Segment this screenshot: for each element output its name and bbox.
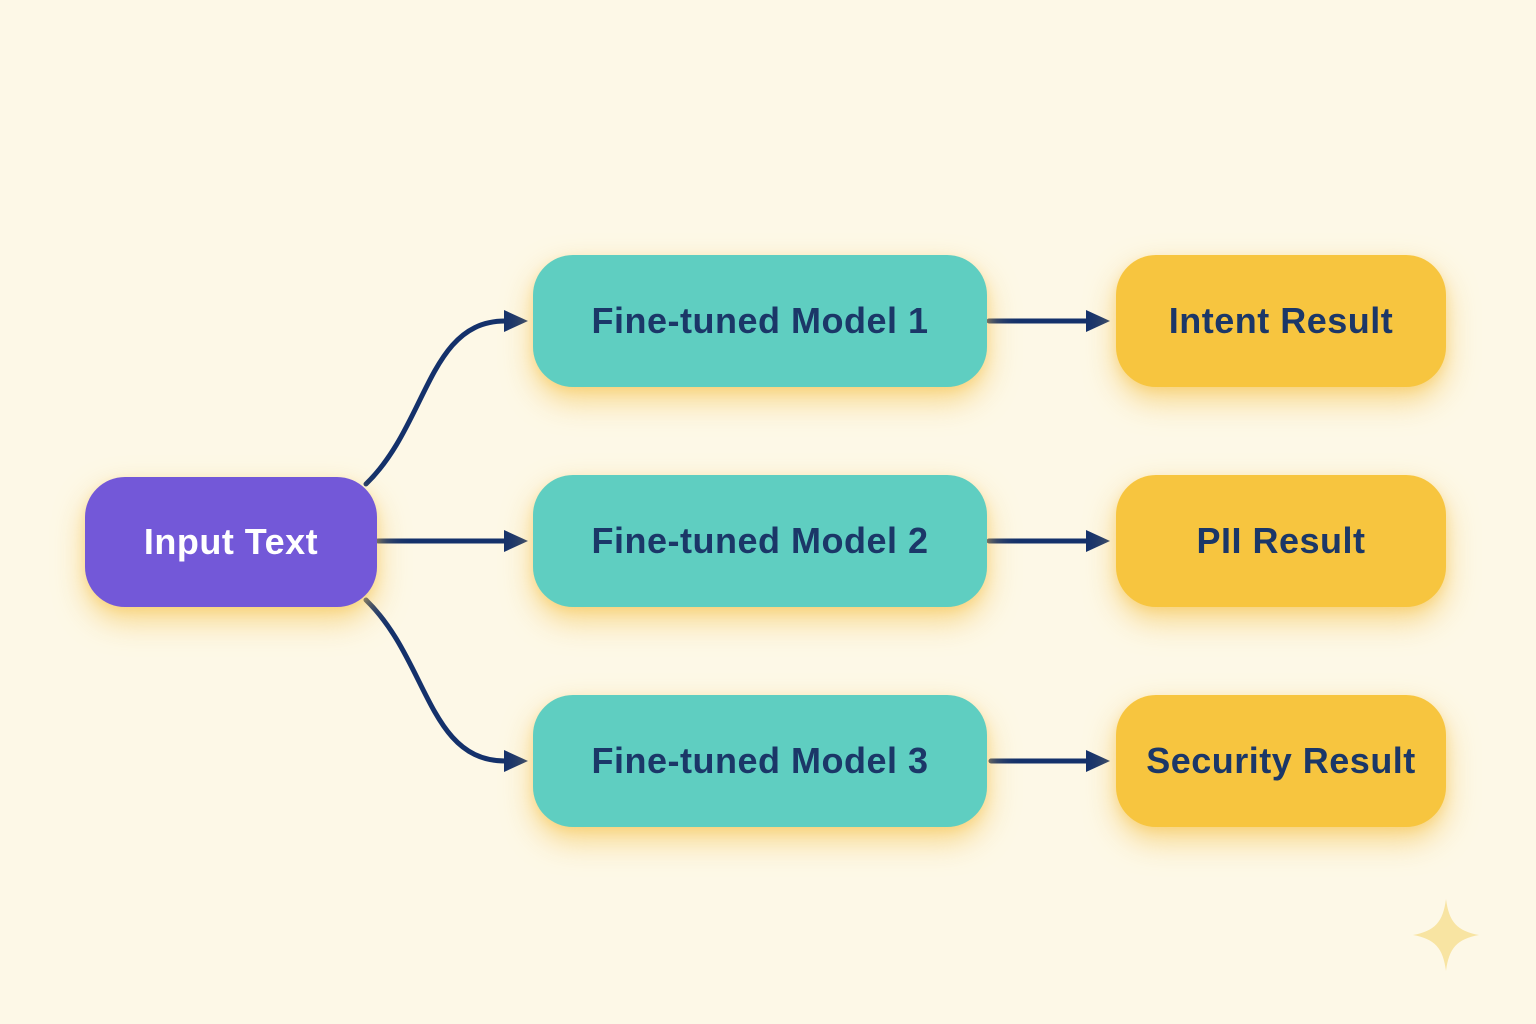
arrowhead-model2-to-pii (1086, 530, 1110, 552)
edge-input-to-model1 (363, 318, 508, 487)
node-fine-tuned-model-2-label: Fine-tuned Model 2 (591, 520, 929, 561)
arrowhead-input-to-model3 (504, 750, 528, 772)
node-intent-result[interactable]: Intent Result (1116, 255, 1446, 387)
node-input-text-label: Input Text (143, 521, 319, 562)
node-fine-tuned-model-1[interactable]: Fine-tuned Model 1 (533, 255, 987, 387)
arrowhead-model3-to-security (1086, 750, 1110, 772)
node-fine-tuned-model-1-label: Fine-tuned Model 1 (591, 300, 929, 341)
node-pii-result-label: PII Result (1196, 520, 1366, 561)
node-fine-tuned-model-3-label: Fine-tuned Model 3 (591, 740, 929, 781)
node-security-result-label: Security Result (1146, 740, 1416, 781)
arrowhead-input-to-model1 (504, 310, 528, 332)
node-pii-result[interactable]: PII Result (1116, 475, 1446, 607)
node-intent-result-label: Intent Result (1168, 300, 1394, 341)
node-input-text[interactable]: Input Text (85, 477, 377, 607)
node-fine-tuned-model-2[interactable]: Fine-tuned Model 2 (533, 475, 987, 607)
edge-input-to-model3 (363, 597, 508, 764)
node-security-result[interactable]: Security Result (1116, 695, 1446, 827)
node-fine-tuned-model-3[interactable]: Fine-tuned Model 3 (533, 695, 987, 827)
arrowhead-model1-to-intent (1086, 310, 1110, 332)
arrowhead-input-to-model2 (504, 530, 528, 552)
